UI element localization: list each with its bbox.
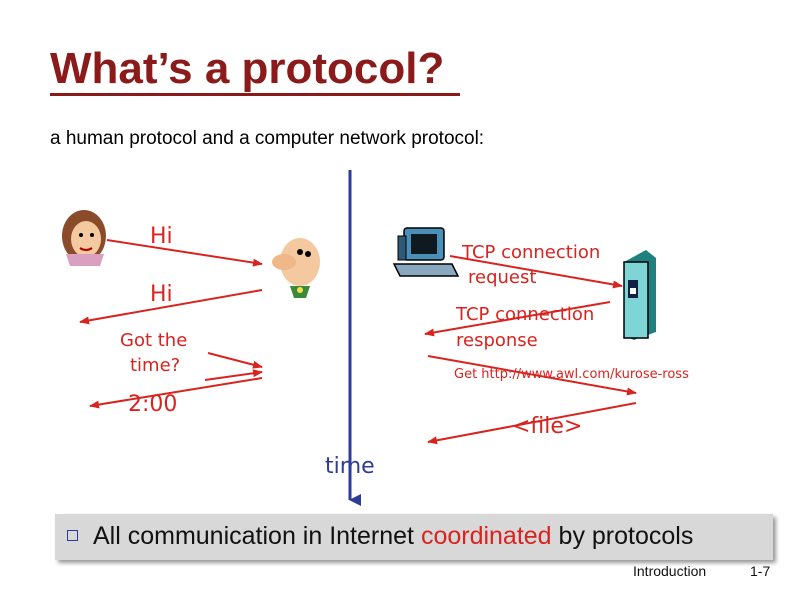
slide-title: What’s a protocol? <box>50 44 445 93</box>
man-icon <box>272 238 320 298</box>
label-tcp-response-1: TCP connection <box>456 304 595 325</box>
label-tcp-request-1: TCP connection <box>462 242 601 263</box>
arrow-get-request <box>427 355 637 396</box>
arrow-tcp-response <box>424 301 611 337</box>
summary-text-after: by protocols <box>551 522 694 550</box>
arrow-time-question-2 <box>204 369 263 381</box>
label-tcp-response-2: response <box>456 330 538 351</box>
summary-banner: All communication in Internet coordinate… <box>55 514 773 560</box>
footer-page-number: 1-7 <box>750 563 771 579</box>
summary-highlight: coordinated <box>420 522 552 550</box>
bullet-icon <box>67 530 78 541</box>
label-tcp-request-2: request <box>468 267 537 288</box>
footer-section: Introduction <box>633 563 707 579</box>
arrow-file-response <box>427 402 637 445</box>
slide-subtitle: a human protocol and a computer network … <box>50 128 485 149</box>
server-icon <box>623 250 656 340</box>
summary-text: All communication in Internet coordinate… <box>93 522 693 551</box>
arrow-hi-request <box>106 239 263 267</box>
arrow-time-reply <box>89 377 263 409</box>
arrow-tcp-request <box>449 255 623 289</box>
woman-icon <box>62 210 106 266</box>
label-hi-reply: Hi <box>150 282 173 307</box>
summary-text-before: All communication in Internet <box>93 522 421 550</box>
label-get-request: Get http://www.awl.com/kurose-ross <box>454 367 689 382</box>
time-axis-label: time <box>325 454 375 479</box>
arrow-time-question-1 <box>207 352 263 369</box>
computer-icon <box>392 227 460 277</box>
arrow-hi-reply <box>79 289 263 325</box>
label-time-question: time? <box>130 355 181 376</box>
label-hi-request: Hi <box>150 224 173 249</box>
label-file-response: <file> <box>512 414 583 439</box>
title-underline <box>50 93 460 96</box>
label-time-reply: 2:00 <box>128 392 178 417</box>
label-got-the: Got the <box>120 330 188 351</box>
